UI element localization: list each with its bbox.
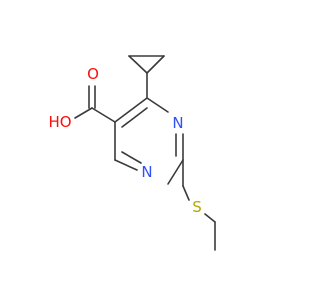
molecule-diagram: O HO N N S [48,55,216,251]
bond-c4-n3 [146,97,169,113]
bond-methylene-sulfur [182,185,190,201]
bond-c2-n1 [167,159,184,185]
hydroxyl-label: HO [48,113,71,131]
bond-c5-c4-inner [121,107,148,128]
bond-cyclopropyl-right [146,55,165,74]
bond-carboxyl-hydroxyl [74,107,93,119]
bond-sulfur-ethyl [204,213,216,223]
nitrogen-3-label: N [172,114,183,132]
sulfur-label: S [192,198,202,216]
bond-c5-carboxyl [91,107,116,123]
bond-n1-c6-inner [121,151,142,164]
oxygen-carbonyl-label: O [87,65,99,83]
bond-n1-c6 [114,159,138,171]
bond-cyclopropyl-bottom [128,55,148,74]
bond-c5-c4 [114,97,148,123]
nitrogen-1-label: N [141,163,152,181]
